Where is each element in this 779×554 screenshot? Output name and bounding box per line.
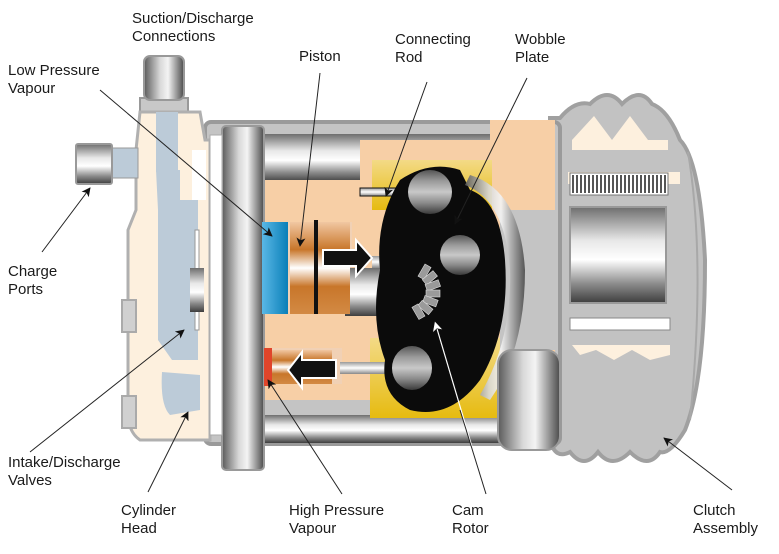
hatch-line: [652, 175, 654, 193]
cam-tooth: [417, 263, 432, 281]
label-cam-rotor: Cam Rotor: [452, 502, 489, 537]
pulley-bearing: [497, 349, 561, 451]
label-charge-ports: Charge Ports: [8, 263, 58, 298]
cylinder-head: [75, 55, 223, 442]
cam-rotor-teeth: [411, 263, 441, 320]
leader-charge-ports: [41, 187, 91, 253]
leader-wobble-plate: [454, 77, 528, 225]
leader-low-pressure: [99, 89, 273, 237]
label-clutch-assembly: Clutch Assembly: [693, 502, 759, 537]
hatch-line: [648, 175, 650, 193]
hatch-line: [584, 175, 586, 193]
hatch-line: [628, 175, 630, 193]
label-suction-discharge-connections: Suction/Discharge Connections: [132, 10, 254, 45]
low-pressure-chamber: [262, 222, 288, 314]
discharge-flow-arrow: [286, 349, 337, 391]
hatch-line: [580, 175, 582, 193]
leader-clutch-assembly: [663, 437, 733, 491]
leader-piston: [296, 72, 321, 247]
label-low-pressure-vapour: Low Pressure Vapour: [8, 62, 100, 97]
label-high-pressure-vapour: High Pressure Vapour: [289, 502, 385, 537]
label-intake-discharge-valves: Intake/Discharge Valves: [8, 454, 121, 489]
hatch-line: [592, 175, 594, 193]
hatch-line: [620, 175, 622, 193]
hatch-line: [608, 175, 610, 193]
hatch-line: [656, 175, 658, 193]
ball-joint-middle: [440, 235, 480, 275]
hatch-line: [640, 175, 642, 193]
cam-tooth: [424, 279, 441, 292]
hatch-line: [644, 175, 646, 193]
hatch-line: [576, 175, 578, 193]
hatch-line: [572, 175, 574, 193]
cam-tooth: [417, 299, 434, 316]
clutch-assembly: [548, 93, 708, 463]
hatch-line: [664, 175, 666, 193]
valve-plate: [221, 125, 265, 471]
label-wobble-plate: Wobble Plate: [515, 31, 566, 66]
intake-flow-arrow: [322, 237, 374, 279]
piston-ring: [314, 220, 318, 314]
label-cylinder-head: Cylinder Head: [121, 502, 177, 537]
hatch-line: [600, 175, 602, 193]
ball-joint-top: [408, 170, 452, 214]
ball-joint-bottom: [392, 346, 432, 390]
wobble-plate: [376, 166, 525, 412]
hatch-line: [588, 175, 590, 193]
cam-tooth: [425, 289, 441, 298]
hatch-line: [596, 175, 598, 193]
hatch-line: [616, 175, 618, 193]
hatch-line: [624, 175, 626, 193]
leader-lines: [29, 72, 733, 495]
label-connecting-rod: Connecting Rod: [395, 31, 471, 66]
leader-intake-discharge: [29, 329, 185, 453]
clutch-coil-hatch: [572, 175, 666, 193]
hatch-line: [612, 175, 614, 193]
cam-tooth: [411, 303, 426, 320]
hatch-line: [632, 175, 634, 193]
label-piston: Piston: [299, 48, 341, 65]
high-pressure-chamber: [264, 348, 272, 386]
hatch-line: [604, 175, 606, 193]
hatch-line: [660, 175, 662, 193]
piston: [290, 222, 350, 314]
leader-cylinder-head: [147, 411, 189, 493]
cam-tooth: [421, 270, 438, 286]
cam-tooth: [422, 295, 439, 308]
leader-connecting-rod: [384, 81, 428, 197]
hatch-line: [636, 175, 638, 193]
leader-high-pressure: [267, 379, 343, 495]
